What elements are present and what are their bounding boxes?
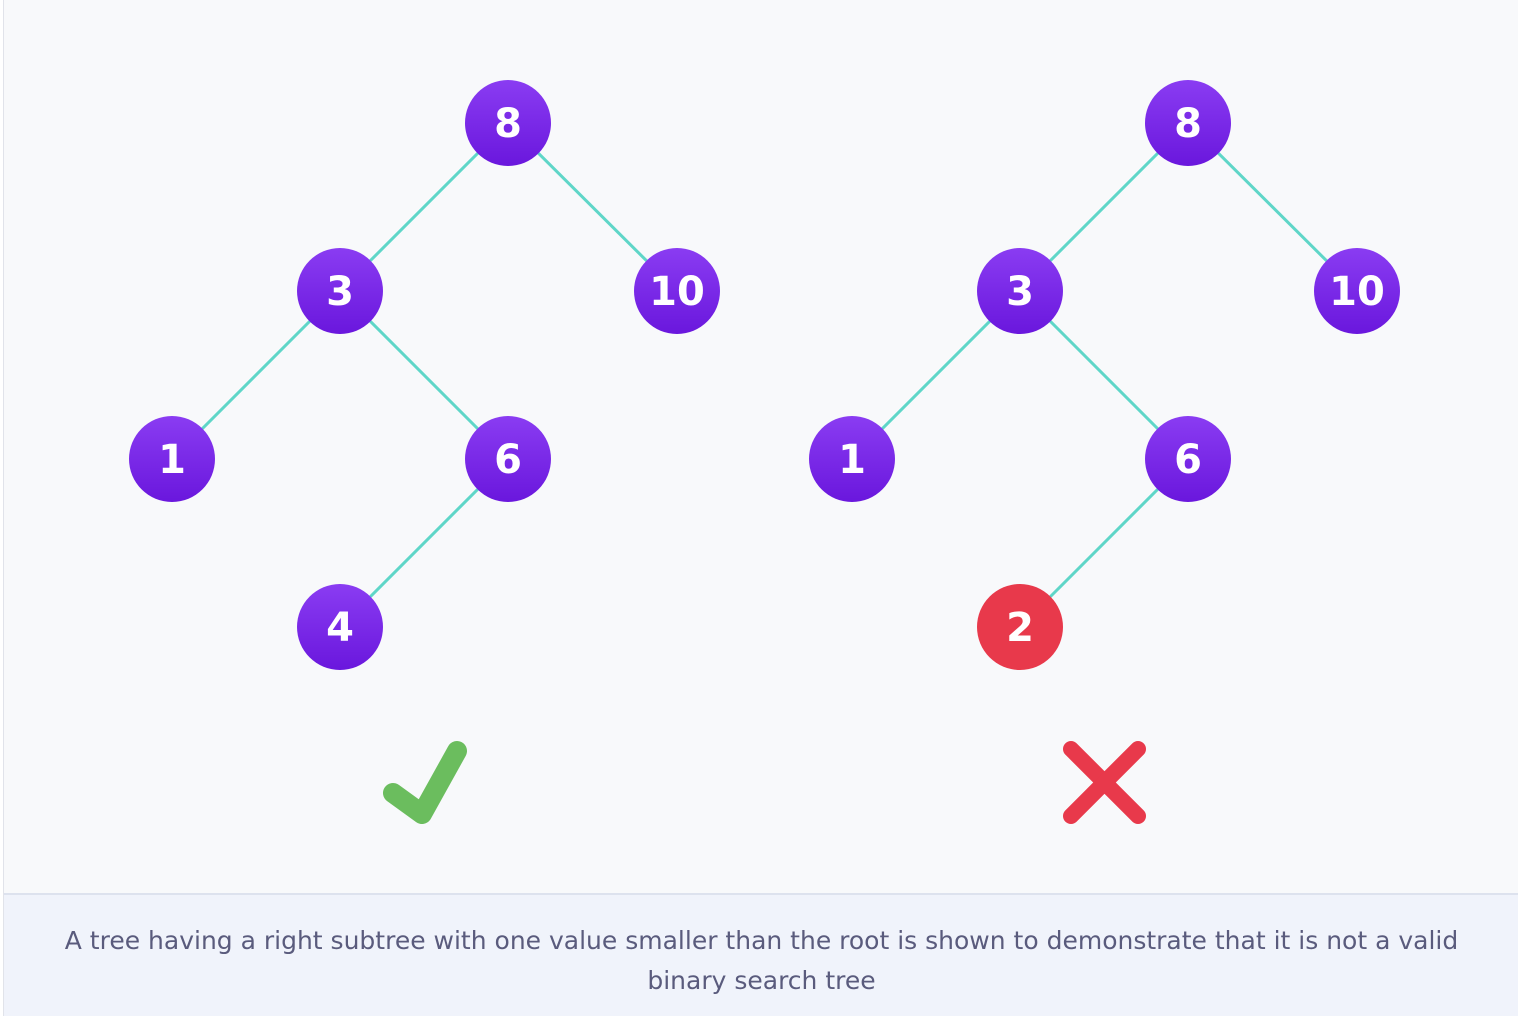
tree-node: 6 (1145, 416, 1231, 502)
tree-node: 3 (977, 248, 1063, 334)
tree-node: 1 (129, 416, 215, 502)
node-label: 10 (649, 269, 705, 315)
check-icon (383, 741, 467, 824)
node-circle (465, 80, 551, 166)
node-label: 1 (838, 437, 866, 483)
node-label: 8 (494, 101, 522, 147)
node-circle (977, 248, 1063, 334)
valid-tree: 8 3 10 1 6 4 (129, 80, 720, 670)
figure-caption: A tree having a right subtree with one v… (64, 926, 1459, 995)
tree-edges (850, 121, 1359, 629)
node-circle (1314, 248, 1400, 334)
caption-area: A tree having a right subtree with one v… (4, 893, 1518, 1016)
node-label: 8 (1174, 101, 1202, 147)
node-circle (465, 416, 551, 502)
tree-node-invalid: 2 (977, 584, 1063, 670)
node-circle (129, 416, 215, 502)
tree-node: 10 (1314, 248, 1400, 334)
node-circle (1145, 80, 1231, 166)
node-label: 2 (1006, 605, 1034, 651)
cross-icon (1063, 741, 1146, 824)
tree-node: 8 (465, 80, 551, 166)
tree-node: 3 (297, 248, 383, 334)
tree-node: 4 (297, 584, 383, 670)
tree-nodes: 8 3 10 1 6 2 (809, 80, 1400, 670)
tree-node: 10 (634, 248, 720, 334)
node-label: 4 (326, 605, 354, 651)
node-circle (297, 584, 383, 670)
tree-diagram: 8 3 10 1 6 4 8 3 10 1 6 2 (129, 80, 1400, 824)
tree-nodes: 8 3 10 1 6 4 (129, 80, 720, 670)
tree-node: 6 (465, 416, 551, 502)
node-circle (809, 416, 895, 502)
tree-edges (170, 121, 679, 629)
tree-node: 1 (809, 416, 895, 502)
node-label: 6 (1174, 437, 1202, 483)
node-circle (634, 248, 720, 334)
invalid-tree: 8 3 10 1 6 2 (809, 80, 1400, 670)
node-label: 3 (326, 269, 354, 315)
node-label: 10 (1329, 269, 1385, 315)
node-circle (977, 584, 1063, 670)
node-label: 3 (1006, 269, 1034, 315)
node-label: 6 (494, 437, 522, 483)
tree-node: 8 (1145, 80, 1231, 166)
node-circle (1145, 416, 1231, 502)
figure-frame: 8 3 10 1 6 4 8 3 10 1 6 2 A tree having a right su… (3, 0, 1518, 1016)
node-label: 1 (158, 437, 186, 483)
node-circle (297, 248, 383, 334)
